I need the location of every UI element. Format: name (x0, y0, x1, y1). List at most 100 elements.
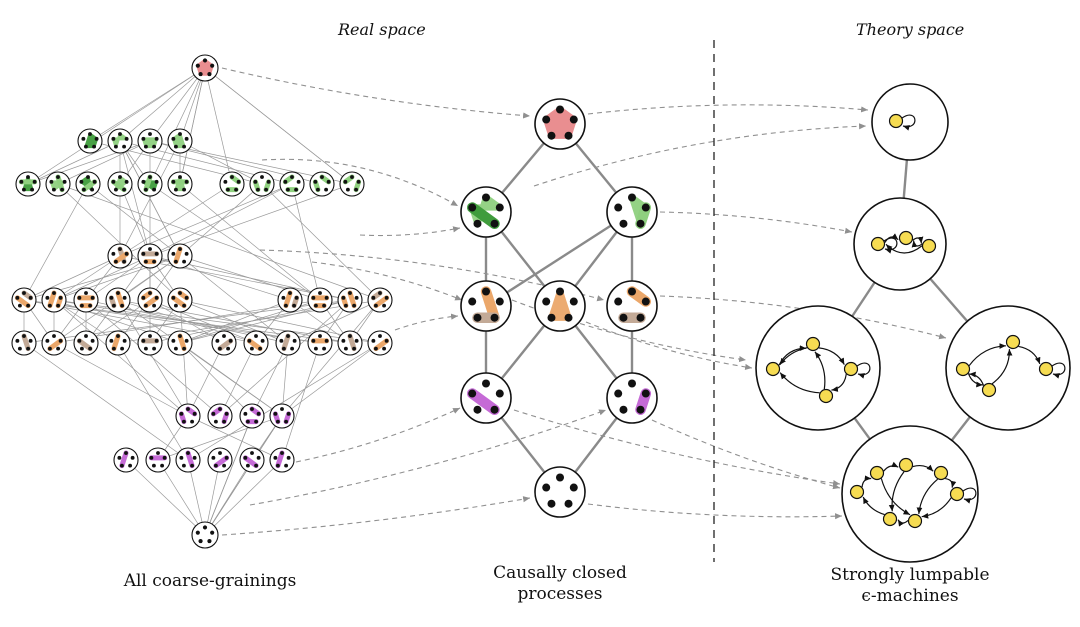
state-dot (311, 338, 316, 343)
state-dot (468, 203, 477, 212)
state-dot (141, 338, 146, 343)
lattice-edge (261, 183, 381, 301)
grouping-bar (55, 174, 65, 193)
grouping-bar (113, 251, 130, 265)
state-dot (47, 303, 52, 308)
closed-lattice-edge (485, 210, 633, 308)
coarse-graining-node (167, 171, 193, 197)
state-dot (250, 451, 254, 455)
state-dot (352, 346, 357, 351)
grouping-bar (111, 333, 121, 352)
state-dot (256, 411, 261, 416)
machine-state (907, 513, 923, 529)
state-dot (213, 419, 218, 424)
lattice-edge (125, 459, 206, 536)
state-dot (30, 187, 35, 192)
state-dot (149, 455, 154, 460)
machine-right-four-state (945, 305, 1071, 431)
state-dot (354, 187, 359, 192)
state-dot (202, 58, 208, 63)
state-dot (286, 334, 290, 338)
state-dot (86, 175, 90, 179)
state-dot (113, 144, 118, 149)
state-dot (152, 346, 157, 351)
state-dot (628, 287, 636, 296)
lattice-edge (119, 183, 151, 257)
causally-closed-node (534, 466, 586, 518)
state-dot (292, 338, 297, 343)
state-dot (22, 334, 26, 338)
state-dot (260, 338, 265, 343)
state-dot (294, 187, 299, 192)
state-dot (79, 346, 84, 351)
lattice-edge (57, 183, 181, 301)
coarse-graining-node (107, 171, 133, 197)
state-dot (184, 251, 189, 256)
lattice-edge (53, 342, 189, 417)
state-dot (154, 136, 159, 141)
coarse-graining-node (167, 243, 193, 269)
lattice-edge (281, 342, 321, 461)
coarse-graining-node (107, 128, 133, 154)
lattice-edge (179, 299, 189, 417)
state-dot (249, 346, 254, 351)
machine-circle (853, 197, 947, 291)
state-dot (266, 179, 271, 184)
caption-strongly-lumpable-line1: Strongly lumpable (830, 565, 990, 585)
state-dot (207, 539, 212, 544)
mapping-arrow (587, 104, 869, 115)
machine-state (882, 511, 898, 527)
state-dot (324, 187, 329, 192)
transition (818, 347, 845, 365)
lattice-edge (157, 459, 206, 536)
state-dot (384, 338, 389, 343)
state-dot (26, 303, 31, 308)
grouping-bar (47, 338, 64, 352)
lattice-edge (119, 140, 181, 257)
state-dot (619, 219, 628, 228)
transition (884, 233, 899, 243)
state-dot (182, 303, 187, 308)
lattice-edge (179, 255, 289, 344)
state-dot (490, 405, 499, 414)
grouping-bar (242, 455, 259, 469)
lattice-edge (119, 67, 206, 142)
coarse-graining-node (191, 521, 219, 549)
state-dot (171, 295, 176, 300)
lattice-edge (149, 67, 206, 142)
state-dot (636, 219, 645, 228)
state-dot (152, 259, 157, 264)
state-dot (373, 346, 378, 351)
state-dot (547, 313, 556, 322)
lattice-edge (204, 415, 283, 536)
coarse-graining-node (137, 128, 163, 154)
state-dot (143, 259, 148, 264)
state-dot (111, 346, 116, 351)
lattice-edge (187, 415, 283, 461)
state-dot (171, 338, 176, 343)
lattice-edge (179, 140, 263, 185)
state-dot (148, 291, 152, 295)
state-dot (184, 295, 189, 300)
mapping-arrow (651, 419, 841, 490)
state-dot (182, 187, 187, 192)
state-dot (49, 179, 54, 184)
state-dot (253, 179, 258, 184)
state-dot (473, 313, 482, 322)
state-dot (162, 455, 167, 460)
state-dot (473, 405, 482, 414)
state-dot (313, 346, 318, 351)
state-dot (556, 287, 564, 296)
grouping-bar (115, 290, 125, 309)
state-dot (154, 295, 159, 300)
state-dot (490, 219, 499, 228)
state-dot (113, 187, 118, 192)
state-dot (152, 187, 157, 192)
state-dot (382, 346, 387, 351)
lattice-edge (281, 342, 381, 417)
state-dot (119, 463, 124, 468)
state-dot (122, 144, 127, 149)
mapping-arrow (261, 158, 459, 207)
state-dot (243, 411, 248, 416)
state-dot (148, 175, 152, 179)
